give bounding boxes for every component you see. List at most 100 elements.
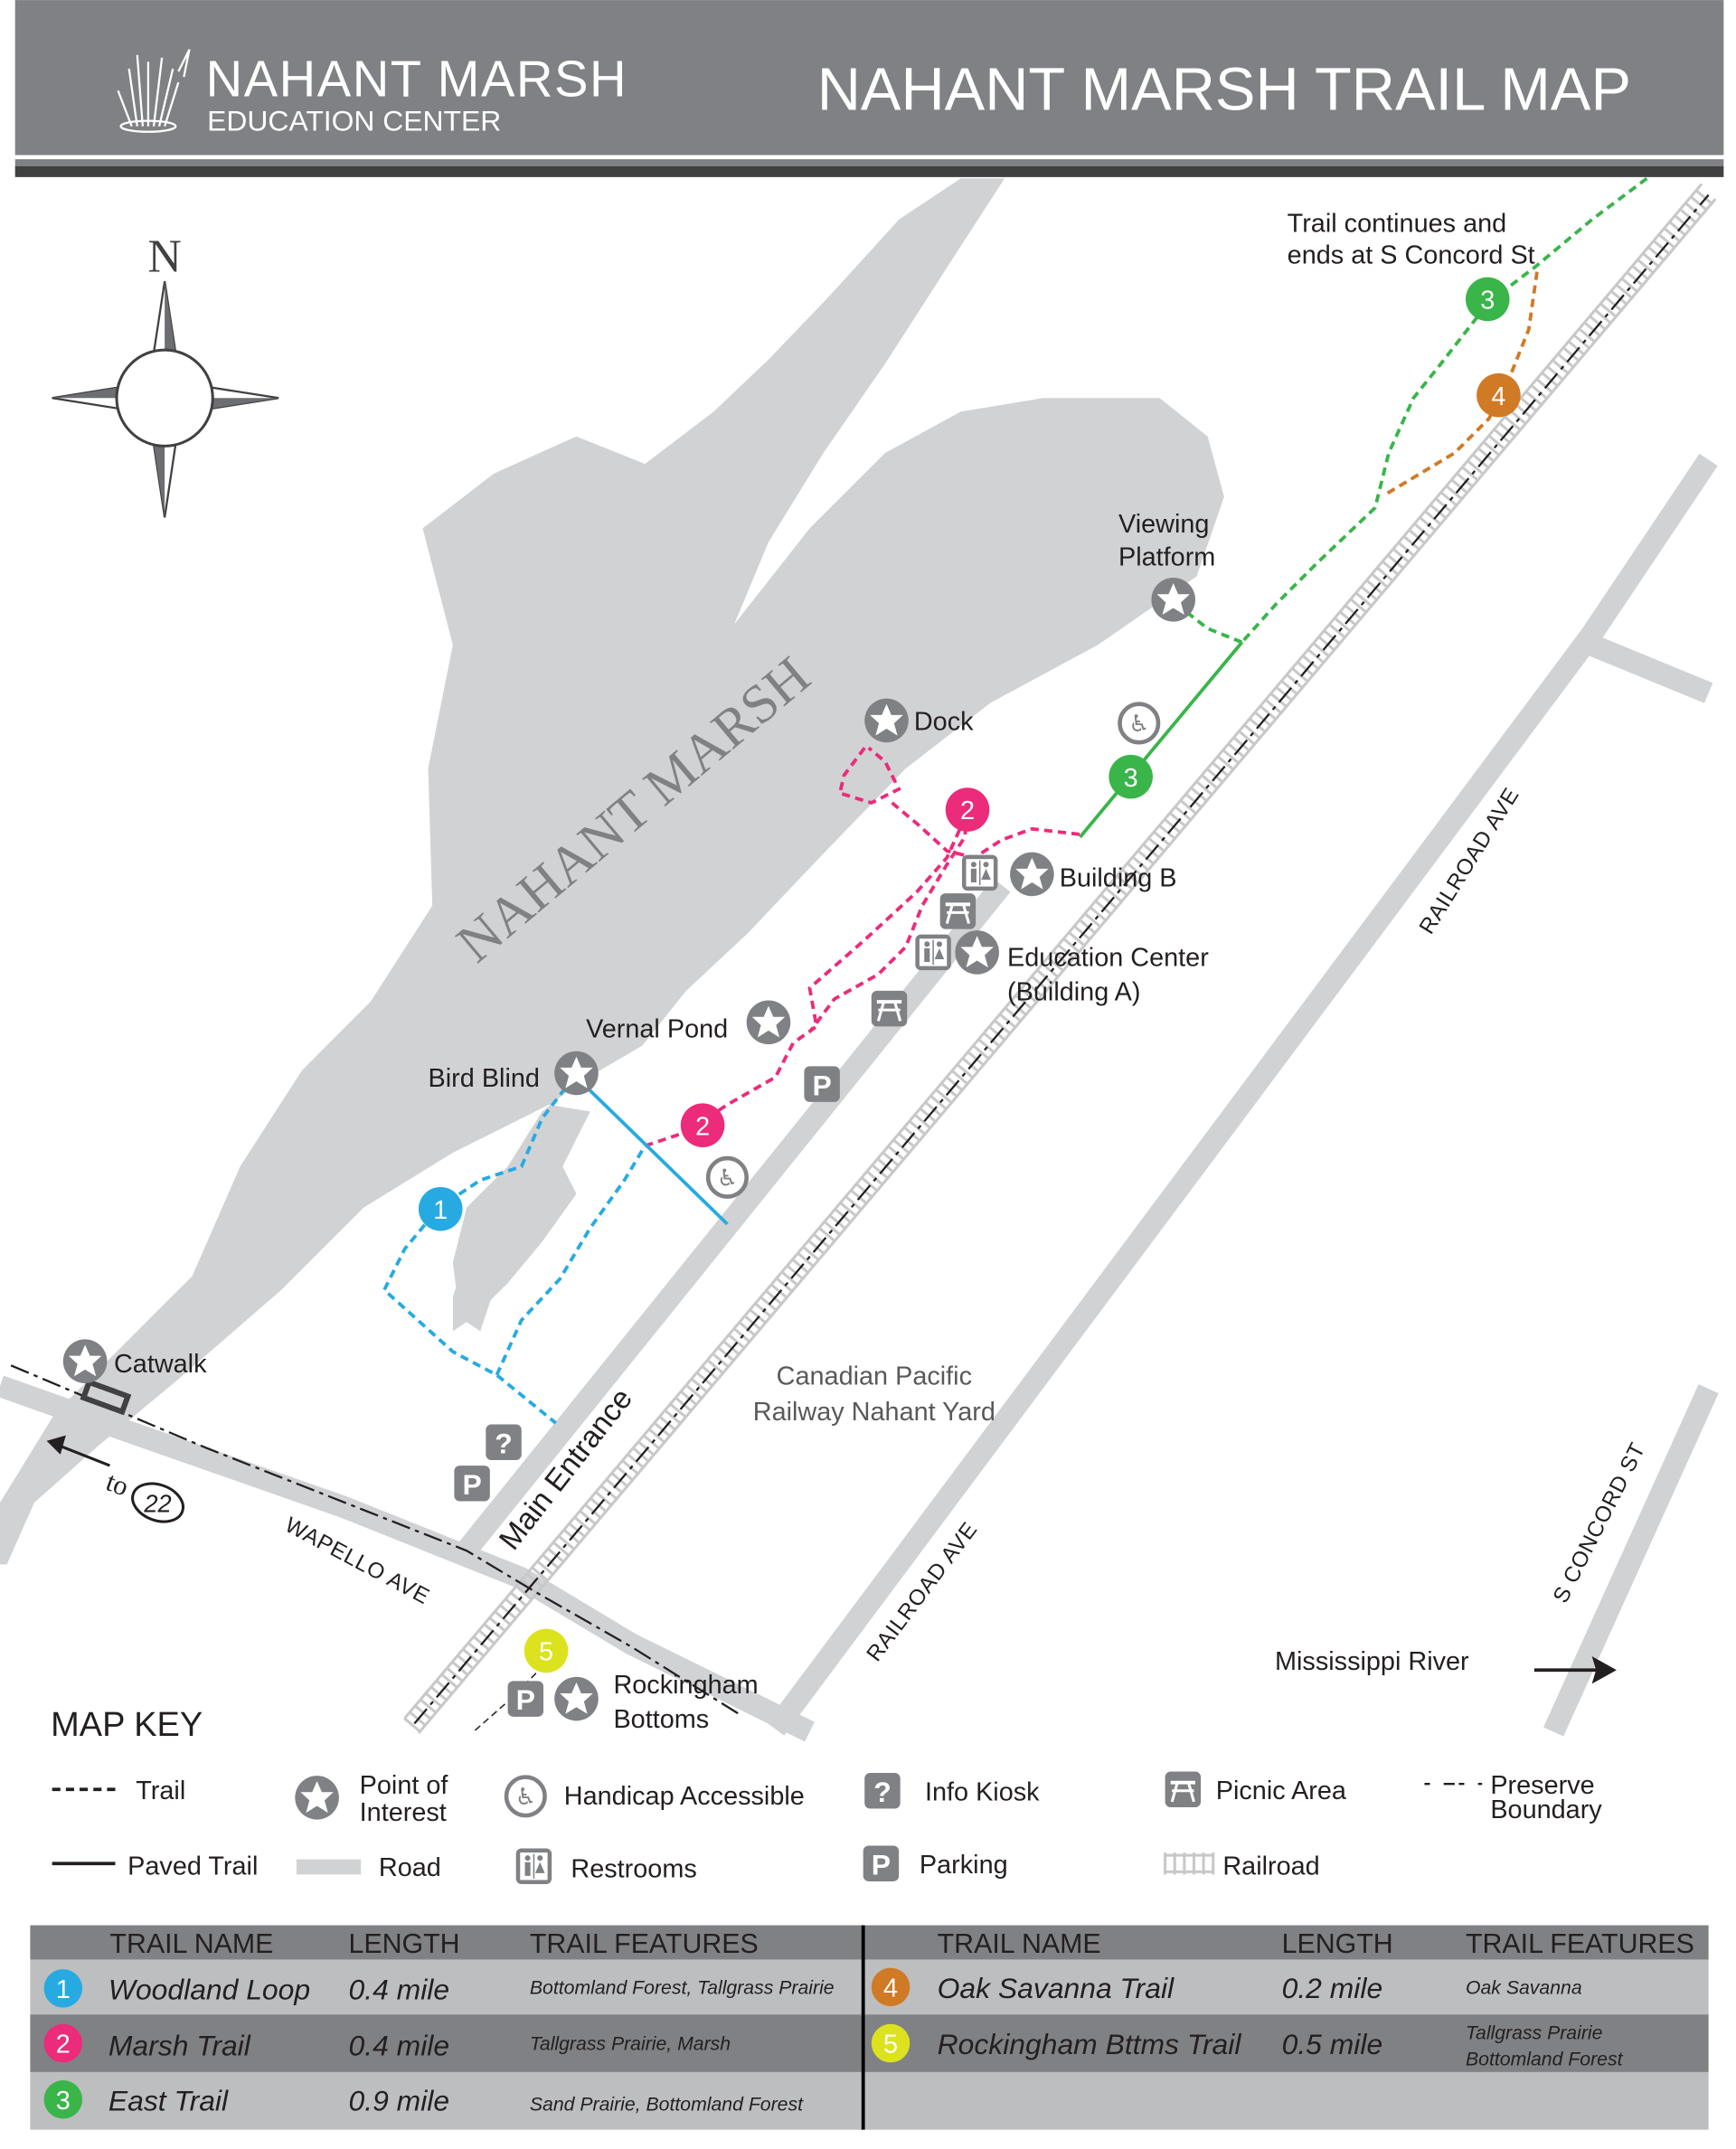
parking-key-icon bbox=[863, 1845, 900, 1881]
parking-icon bbox=[454, 1466, 490, 1502]
info-kiosk-key-icon bbox=[864, 1773, 901, 1809]
svg-text:3: 3 bbox=[1480, 287, 1495, 316]
handicap-icon bbox=[1120, 704, 1158, 742]
trail-2-dock-loop bbox=[837, 746, 901, 806]
handicap-icon bbox=[708, 1158, 746, 1196]
bird-blind-star-icon[interactable] bbox=[554, 1051, 599, 1096]
page-title: NAHANT MARSH TRAIL MAP bbox=[817, 56, 1631, 123]
handicap-key-icon bbox=[506, 1777, 544, 1815]
label-s-concord-st: S CONCORD ST bbox=[1549, 1438, 1651, 1607]
roads bbox=[0, 453, 1719, 1742]
road-key-swatch bbox=[296, 1859, 362, 1875]
trail-badge-2[interactable]: 2 bbox=[945, 787, 990, 832]
svg-text:2: 2 bbox=[56, 2031, 71, 2059]
logo-reeds-icon bbox=[117, 49, 191, 133]
svg-text:to: to bbox=[102, 1466, 133, 1502]
svg-text:Road: Road bbox=[379, 1853, 441, 1882]
col-header-name: TRAIL NAME bbox=[938, 1929, 1101, 1959]
trail-badge-3[interactable]: 3 bbox=[1465, 277, 1510, 322]
trail-badge-1[interactable]: 1 bbox=[418, 1186, 463, 1231]
svg-text:1: 1 bbox=[433, 1196, 448, 1225]
to-highway-22: to 22 bbox=[46, 1435, 184, 1523]
label-rail-yard: Canadian Pacific bbox=[777, 1362, 972, 1391]
table-row: 2 Marsh Trail 0.4 mile Tallgrass Prairie… bbox=[43, 2023, 731, 2063]
preserve-boundary bbox=[10, 1364, 742, 1717]
svg-text:Bottomland Forest, Tallgrass P: Bottomland Forest, Tallgrass Prairie bbox=[530, 1976, 835, 1998]
svg-text:Tallgrass Prairie, Marsh: Tallgrass Prairie, Marsh bbox=[530, 2033, 731, 2055]
svg-text:2: 2 bbox=[695, 1112, 710, 1141]
col-header-length: LENGTH bbox=[1282, 1929, 1393, 1959]
table-row: 3 East Trail 0.9 mile Sand Prairie, Bott… bbox=[43, 2080, 804, 2119]
svg-text:Oak Savanna: Oak Savanna bbox=[1466, 1976, 1582, 1998]
svg-text:Boundary: Boundary bbox=[1490, 1796, 1602, 1824]
svg-text:Bottomland Forest: Bottomland Forest bbox=[1466, 2048, 1624, 2069]
table-row: 5 Rockingham Bttms Trail 0.5 mile Tallgr… bbox=[871, 2022, 1624, 2069]
table-row: 1 Woodland Loop 0.4 mile Bottomland Fore… bbox=[43, 1969, 835, 2008]
catwalk-structure bbox=[80, 1378, 132, 1416]
info-kiosk-icon bbox=[486, 1424, 522, 1460]
svg-text:Paved Trail: Paved Trail bbox=[127, 1852, 258, 1880]
label-catwalk: Catwalk bbox=[114, 1350, 207, 1379]
road-s-concord bbox=[1543, 1384, 1719, 1737]
trail-table: TRAIL NAME LENGTH TRAIL FEATURES TRAIL N… bbox=[30, 1925, 1709, 2130]
label-bird-blind: Bird Blind bbox=[429, 1064, 540, 1093]
svg-text:4: 4 bbox=[883, 1974, 898, 2003]
svg-text:Preserve: Preserve bbox=[1490, 1771, 1594, 1800]
road-main-entrance bbox=[455, 878, 1011, 1560]
map-key-title: MAP KEY bbox=[51, 1706, 203, 1744]
svg-text:East Trail: East Trail bbox=[108, 2084, 229, 2116]
highway-22-shield: 22 bbox=[143, 1490, 171, 1518]
svg-text:1: 1 bbox=[56, 1975, 71, 2004]
trail-badge-2[interactable]: 2 bbox=[680, 1103, 725, 1147]
label-rockingham: Rockingham bbox=[613, 1671, 758, 1700]
trail-1-woodland-loop bbox=[382, 1076, 575, 1425]
paved-trail-3 bbox=[1079, 641, 1244, 839]
viewing-platform-star-icon[interactable] bbox=[1151, 578, 1195, 622]
col-header-features: TRAIL FEATURES bbox=[530, 1929, 759, 1959]
svg-text:Picnic Area: Picnic Area bbox=[1216, 1777, 1347, 1805]
col-header-features: TRAIL FEATURES bbox=[1466, 1929, 1694, 1959]
parking-icon bbox=[507, 1681, 544, 1717]
label-vernal-pond: Vernal Pond bbox=[586, 1015, 728, 1044]
catwalk-star-icon[interactable] bbox=[62, 1339, 108, 1384]
trail-badge-4[interactable]: 4 bbox=[1477, 372, 1521, 418]
vernal-pond-star-icon[interactable] bbox=[746, 1000, 791, 1045]
restrooms-key-icon bbox=[514, 1847, 552, 1885]
rockingham-star-icon[interactable] bbox=[554, 1676, 599, 1721]
marsh-water bbox=[0, 178, 1224, 1565]
paved-trail-1 bbox=[575, 1076, 729, 1226]
road-wapello-ave bbox=[0, 1375, 815, 1742]
building-b-star-icon[interactable] bbox=[1010, 852, 1054, 897]
railroad bbox=[403, 183, 1717, 1735]
svg-text:0.9 mile: 0.9 mile bbox=[349, 2084, 450, 2116]
education-center-star-icon[interactable] bbox=[955, 930, 999, 975]
label-viewing-platform: Viewing bbox=[1118, 510, 1209, 539]
picnic-key-icon bbox=[1164, 1770, 1203, 1809]
col-header-name: TRAIL NAME bbox=[109, 1929, 273, 1959]
header: NAHANT MARSH EDUCATION CENTER NAHANT MAR… bbox=[14, 0, 1724, 177]
river-arrow-icon bbox=[1533, 1656, 1617, 1684]
compass-rose: N bbox=[52, 231, 279, 518]
trail-badge-3[interactable]: 3 bbox=[1109, 754, 1153, 799]
trail-3-east-trail bbox=[1241, 176, 1648, 644]
restrooms-icon bbox=[914, 933, 952, 971]
svg-text:Restrooms: Restrooms bbox=[571, 1854, 696, 1883]
compass-north-label: N bbox=[148, 231, 182, 283]
svg-text:2: 2 bbox=[960, 796, 975, 825]
arrow-left-icon bbox=[46, 1435, 66, 1455]
dock-star-icon[interactable] bbox=[864, 698, 909, 743]
table-row: 4 Oak Savanna Trail 0.2 mile Oak Savanna bbox=[871, 1967, 1582, 2007]
trail-badge-5[interactable]: 5 bbox=[524, 1628, 569, 1673]
trail-1-woodland-loop-inner bbox=[495, 1145, 646, 1376]
picnic-icon bbox=[939, 891, 977, 931]
road-railroad-ave-branch bbox=[1580, 632, 1713, 703]
restrooms-icon bbox=[961, 853, 999, 891]
svg-text:Handicap Accessible: Handicap Accessible bbox=[564, 1782, 805, 1811]
svg-text:0.4 mile: 0.4 mile bbox=[349, 1973, 450, 2005]
label-mississippi-river: Mississippi River bbox=[1275, 1647, 1469, 1676]
svg-text:5: 5 bbox=[883, 2031, 898, 2059]
svg-text:0.2 mile: 0.2 mile bbox=[1282, 1972, 1383, 2004]
svg-text:Parking: Parking bbox=[920, 1851, 1008, 1880]
poi-key-star-icon bbox=[295, 1776, 339, 1820]
